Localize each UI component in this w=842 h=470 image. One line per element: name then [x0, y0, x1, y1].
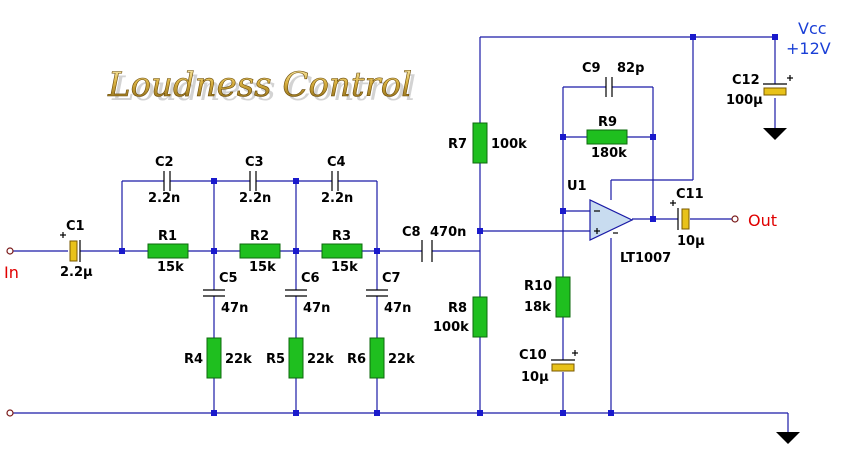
c4-capacitor	[331, 171, 339, 191]
r6-value: 22k	[388, 352, 415, 367]
r9-ref: R9	[598, 115, 617, 130]
c2-value: 2.2n	[148, 191, 180, 206]
r4-ref: R4	[184, 352, 203, 367]
c7-ref: C7	[382, 271, 401, 286]
r2-ref: R2	[250, 229, 269, 244]
c7-capacitor	[366, 289, 388, 297]
c10-capacitor	[551, 350, 578, 372]
r10-value: 18k	[524, 300, 551, 315]
r2-value: 15k	[249, 260, 276, 275]
op-amp-u1	[589, 199, 634, 241]
ground-terminal	[6, 409, 14, 417]
label-in: In	[4, 263, 19, 282]
r10-resistor	[555, 276, 571, 318]
c8-capacitor	[421, 240, 433, 262]
c8-ref: C8	[402, 225, 421, 240]
c6-ref: C6	[301, 271, 320, 286]
c12-value: 100µ	[726, 93, 763, 108]
c3-value: 2.2n	[239, 191, 271, 206]
page-title: Loudness Control	[107, 65, 412, 105]
r5-ref: R5	[266, 352, 285, 367]
c5-ref: C5	[219, 271, 238, 286]
r8-ref: R8	[448, 301, 467, 316]
c6-capacitor	[285, 289, 307, 297]
c10-ref: C10	[519, 348, 547, 363]
r1-resistor	[147, 243, 189, 259]
c3-ref: C3	[245, 155, 264, 170]
c9-ref: C9	[582, 61, 601, 76]
c1-capacitor	[60, 232, 81, 262]
c12-capacitor	[763, 75, 793, 96]
c3-capacitor	[249, 171, 257, 191]
r5-value: 22k	[307, 352, 334, 367]
input-terminal	[6, 247, 14, 255]
r7-value: 100k	[491, 137, 527, 152]
c11-ref: C11	[676, 187, 704, 202]
c10-value: 10µ	[521, 370, 549, 385]
ground-icon	[763, 128, 787, 140]
r6-ref: R6	[347, 352, 366, 367]
c8-value: 470n	[430, 225, 466, 240]
r4-value: 22k	[225, 352, 252, 367]
c9-value: 82p	[617, 61, 644, 76]
c2-ref: C2	[155, 155, 174, 170]
c1-value: 2.2µ	[60, 265, 93, 280]
r3-ref: R3	[332, 229, 351, 244]
c5-value: 47n	[221, 301, 248, 316]
label-out: Out	[748, 211, 777, 230]
r6-resistor	[369, 337, 385, 379]
u1-value: LT1007	[620, 251, 671, 266]
title-shadow: Loudness Control	[111, 69, 416, 109]
r5-resistor	[288, 337, 304, 379]
c4-value: 2.2n	[321, 191, 353, 206]
output-terminal	[731, 215, 739, 223]
label-vcc: Vcc	[798, 19, 827, 38]
c12-ref: C12	[732, 73, 760, 88]
r10-ref: R10	[524, 279, 552, 294]
r7-resistor	[472, 122, 488, 164]
c11-value: 10µ	[677, 234, 705, 249]
c2-capacitor	[163, 171, 171, 191]
c9-capacitor	[605, 77, 613, 97]
c1-ref: C1	[66, 219, 85, 234]
u1-ref: U1	[567, 179, 587, 194]
r7-ref: R7	[448, 137, 467, 152]
ground-icon	[776, 432, 800, 444]
r9-resistor	[586, 129, 628, 145]
c5-capacitor	[203, 289, 225, 297]
junctions	[119, 34, 778, 416]
r3-resistor	[321, 243, 363, 259]
r1-value: 15k	[157, 260, 184, 275]
r8-resistor	[472, 296, 488, 338]
c11-capacitor	[670, 200, 690, 230]
r1-ref: R1	[158, 229, 177, 244]
r3-value: 15k	[331, 260, 358, 275]
c4-ref: C4	[327, 155, 346, 170]
c7-value: 47n	[384, 301, 411, 316]
r4-resistor	[206, 337, 222, 379]
label-supply: +12V	[786, 39, 831, 58]
r8-value: 100k	[433, 320, 469, 335]
r2-resistor	[239, 243, 281, 259]
r9-value: 180k	[591, 146, 627, 161]
c6-value: 47n	[303, 301, 330, 316]
